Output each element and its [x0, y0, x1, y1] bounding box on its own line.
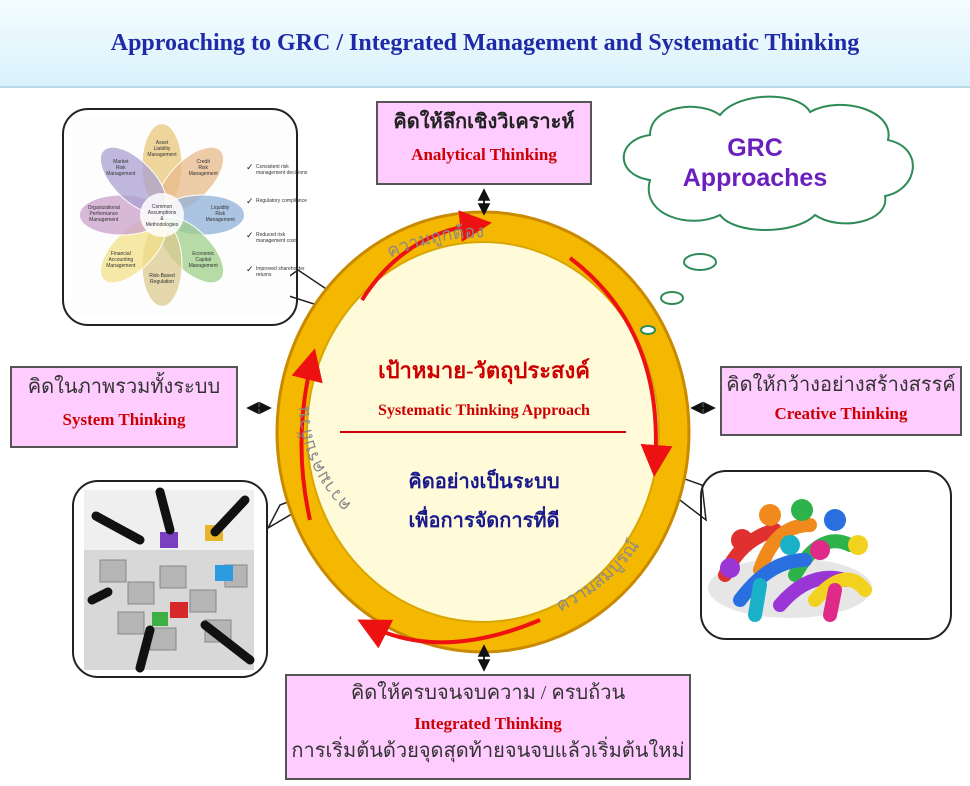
system-en-label: System Thinking	[62, 410, 186, 429]
flower-petal-label: Market	[113, 159, 129, 165]
center-goal-text: เป้าหมาย-วัตถุประสงค์	[378, 358, 590, 383]
checklist-item: Regulatory compliance	[256, 198, 307, 204]
flower-petal-label: Capital	[195, 257, 211, 263]
system-th-label: คิดในภาพรวมทั้งระบบ	[27, 376, 221, 398]
center-sub-line2: เพื่อการจัดการที่ดี	[408, 510, 560, 532]
flower-center-label: Assumptions	[148, 210, 177, 216]
analytical-thinking-box: คิดให้ลึกเชิงวิเคราะห์ Analytical Thinki…	[376, 101, 592, 185]
creative-en-label: Creative Thinking	[774, 404, 908, 423]
people-bubble	[700, 470, 952, 640]
flower-petal-label: Management	[89, 217, 119, 223]
integrated-th2-label: การเริ่มต้นด้วยจุดสุดท้ายจนจบแล้วเริ่มต้…	[291, 740, 685, 762]
grc-line2: Approaches	[682, 164, 828, 192]
cycle-arrow-left	[291, 348, 323, 521]
flower-petal-label: Risk	[215, 211, 225, 217]
flower-petal-label: Economic	[192, 251, 214, 257]
cycle-arrow-bottom	[357, 618, 541, 649]
puzzle-image	[84, 487, 255, 673]
checklist-item: Consistent risk	[256, 164, 289, 170]
integrated-thinking-box: คิดให้ครบจนจบความ / ครบถ้วน Integrated T…	[285, 674, 691, 780]
cycle-arrow-top	[360, 210, 492, 302]
flower-petal-label: Management	[189, 171, 219, 177]
flower-diagram-bubble	[62, 108, 298, 326]
flower-petal-label: Management	[147, 152, 177, 158]
creative-thinking-box: คิดให้กว้างอย่างสร้างสรรค์ Creative Thin…	[720, 366, 962, 436]
checklist-item: management decisions	[256, 170, 308, 176]
page-title: Approaching to GRC / Integrated Manageme…	[110, 30, 860, 56]
flower-petal-label: Management	[189, 263, 219, 269]
flower-petal-label: Risk	[198, 165, 208, 171]
checkmark-icon: ✓	[246, 162, 254, 172]
center-sub-line1: คิดอย่างเป็นระบบ	[408, 471, 560, 493]
creative-th-label: คิดให้กว้างอย่างสร้างสรรค์	[726, 374, 956, 396]
flower-petal-label: Risk	[116, 165, 126, 171]
system-thinking-box: คิดในภาพรวมทั้งระบบ System Thinking	[10, 366, 238, 448]
flower-center-label: &	[160, 216, 164, 222]
cycle-arrow-right	[568, 256, 673, 477]
checklist-item: returns	[256, 272, 272, 278]
checklist-item: management costs	[256, 238, 299, 244]
flower-petal-label: Management	[106, 171, 136, 177]
checklist-item: Reduced risk	[256, 232, 286, 238]
center-approach-text: Systematic Thinking Approach	[378, 402, 590, 419]
flower-petal-label: Asset	[156, 140, 169, 146]
integrated-en-label: Integrated Thinking	[414, 714, 562, 733]
flower-petal-label: Management	[106, 263, 136, 269]
flower-petal-label: Accounting	[108, 257, 133, 263]
integrated-th-label: คิดให้ครบจนจบความ / ครบถ้วน	[350, 682, 626, 704]
flower-petal-label: Management	[206, 217, 236, 223]
analytical-en-label: Analytical Thinking	[411, 145, 557, 164]
grc-line1: GRC	[727, 134, 783, 162]
flower-center-label: Common	[152, 204, 173, 210]
checkmark-icon: ✓	[246, 230, 254, 240]
checklist-item: Improved shareholder	[256, 266, 305, 272]
flower-petal-label: Risk-Based	[149, 273, 175, 279]
flower-center	[140, 193, 184, 237]
puzzle-bubble	[72, 480, 268, 678]
people-circle-image	[708, 499, 872, 622]
flower-petal-label: Organizational	[88, 205, 120, 211]
flower-center-label: Methodologies	[146, 222, 179, 228]
grc-cloud	[622, 95, 914, 335]
flower-diagram: AssetLiabilityManagementCreditRiskManage…	[72, 118, 308, 316]
flower-petal-label: Liability	[154, 146, 171, 152]
flower-petal-label: Regulation	[150, 279, 174, 285]
title-bar	[0, 0, 970, 88]
flower-petal-label: Credit	[197, 159, 211, 165]
flower-petal-label: Liquidity	[211, 205, 230, 211]
flower-petal-label: Financial	[111, 251, 131, 257]
analytical-th-label: คิดให้ลึกเชิงวิเคราะห์	[393, 111, 575, 133]
checkmark-icon: ✓	[246, 264, 254, 274]
checkmark-icon: ✓	[246, 196, 254, 206]
grc-approaches-text: GRC Approaches	[630, 133, 880, 193]
flower-petal-label: Performance	[89, 211, 118, 217]
